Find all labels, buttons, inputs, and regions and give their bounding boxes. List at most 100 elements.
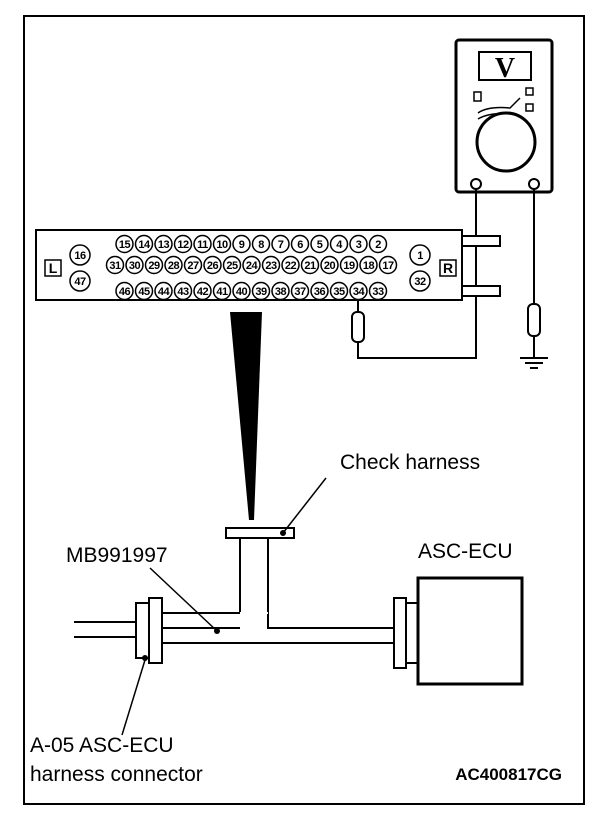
svg-text:14: 14 — [138, 239, 151, 251]
pin-20: 20 — [320, 255, 339, 275]
pin-1: 1 — [409, 244, 431, 266]
meter-button-right-top — [525, 87, 534, 96]
svg-text:23: 23 — [265, 260, 277, 272]
svg-text:5: 5 — [317, 239, 323, 251]
pin-41: 41 — [212, 281, 232, 301]
label-ecu: ASC-ECU — [418, 540, 513, 563]
meter-button-right-bottom — [525, 103, 534, 112]
pin-18: 18 — [359, 255, 378, 275]
pin-25: 25 — [222, 255, 242, 275]
svg-text:47: 47 — [74, 276, 86, 288]
pin-42: 42 — [193, 281, 212, 301]
positive-lead-wire — [357, 189, 477, 359]
svg-text:4: 4 — [336, 239, 343, 251]
side-label-left: L — [49, 260, 58, 276]
meter-button-left — [473, 91, 482, 102]
svg-text:16: 16 — [74, 250, 86, 262]
label-connector-line2: harness connector — [30, 763, 203, 786]
pin-10: 10 — [212, 234, 232, 254]
ecu-box — [416, 576, 524, 686]
svg-text:21: 21 — [304, 260, 316, 272]
pin-8: 8 — [251, 234, 271, 254]
pin-2: 2 — [368, 234, 388, 254]
svg-text:27: 27 — [187, 260, 199, 272]
pin-21: 21 — [300, 255, 320, 275]
svg-text:28: 28 — [168, 260, 180, 272]
pin-12: 12 — [173, 234, 193, 254]
tool-number-marker — [214, 628, 220, 634]
harness-connector — [135, 597, 163, 664]
figure-code: AC400817CG — [455, 765, 562, 784]
voltmeter-display — [478, 51, 532, 81]
leader-harness-connector — [121, 659, 146, 736]
figure-frame — [23, 15, 585, 805]
pin-36: 36 — [310, 281, 329, 301]
svg-text:31: 31 — [109, 260, 121, 272]
svg-text:43: 43 — [177, 286, 189, 298]
pin-29: 29 — [144, 255, 164, 275]
pin-15: 15 — [115, 234, 134, 254]
svg-text:7: 7 — [278, 239, 284, 251]
harness-connector-marker — [142, 655, 148, 661]
svg-text:41: 41 — [216, 286, 228, 298]
ecu-connector — [393, 597, 419, 669]
voltmeter: V — [454, 38, 554, 194]
svg-text:22: 22 — [285, 260, 297, 272]
vehicle-harness-cable — [74, 621, 136, 638]
pin-4: 4 — [329, 234, 349, 254]
svg-text:38: 38 — [275, 286, 287, 298]
side-box-right — [439, 259, 457, 277]
ground-probe — [527, 303, 541, 358]
meter-dial — [475, 111, 537, 173]
pin-14: 14 — [134, 234, 154, 254]
pin-27: 27 — [183, 255, 203, 275]
svg-text:1: 1 — [417, 250, 423, 262]
pin-7: 7 — [271, 234, 290, 254]
pin-33: 33 — [368, 281, 388, 301]
pin-47: 47 — [69, 270, 91, 292]
pin-5: 5 — [310, 234, 329, 254]
svg-text:10: 10 — [216, 239, 228, 251]
pin-23: 23 — [261, 255, 281, 275]
pin-46: 46 — [115, 281, 134, 301]
label-tool-number: MB991997 — [66, 544, 168, 567]
pin-16: 16 — [69, 244, 91, 266]
pin-11: 11 — [193, 234, 212, 254]
pin-9: 9 — [232, 234, 251, 254]
positive-probe — [351, 296, 365, 343]
side-label-right: R — [443, 260, 453, 276]
connector-tab-bottom — [461, 285, 501, 297]
svg-text:6: 6 — [297, 239, 303, 251]
svg-text:25: 25 — [226, 260, 238, 272]
svg-text:17: 17 — [382, 260, 394, 272]
pin-39: 39 — [251, 281, 271, 301]
svg-text:45: 45 — [138, 286, 150, 298]
meter-terminal-right — [528, 178, 540, 190]
pin-32: 32 — [409, 270, 431, 292]
svg-text:26: 26 — [207, 260, 219, 272]
pin-35: 35 — [329, 281, 349, 301]
pin-26: 26 — [203, 255, 222, 275]
pin-28: 28 — [164, 255, 183, 275]
voltmeter-symbol: V — [495, 53, 515, 84]
pin-34: 34 — [349, 281, 368, 301]
svg-text:24: 24 — [246, 260, 259, 272]
pin-3: 3 — [349, 234, 368, 254]
svg-text:32: 32 — [414, 276, 426, 288]
test-leads — [357, 189, 535, 359]
svg-text:15: 15 — [119, 239, 131, 251]
leader-tool-number — [149, 567, 218, 632]
svg-text:42: 42 — [197, 286, 209, 298]
svg-text:12: 12 — [177, 239, 189, 251]
svg-text:3: 3 — [356, 239, 362, 251]
svg-text:37: 37 — [294, 286, 306, 298]
svg-text:2: 2 — [375, 239, 381, 251]
svg-text:36: 36 — [314, 286, 326, 298]
svg-text:46: 46 — [119, 286, 131, 298]
pin-40: 40 — [232, 281, 251, 301]
pin-19: 19 — [339, 255, 359, 275]
pin-6: 6 — [290, 234, 310, 254]
pin-22: 22 — [281, 255, 300, 275]
